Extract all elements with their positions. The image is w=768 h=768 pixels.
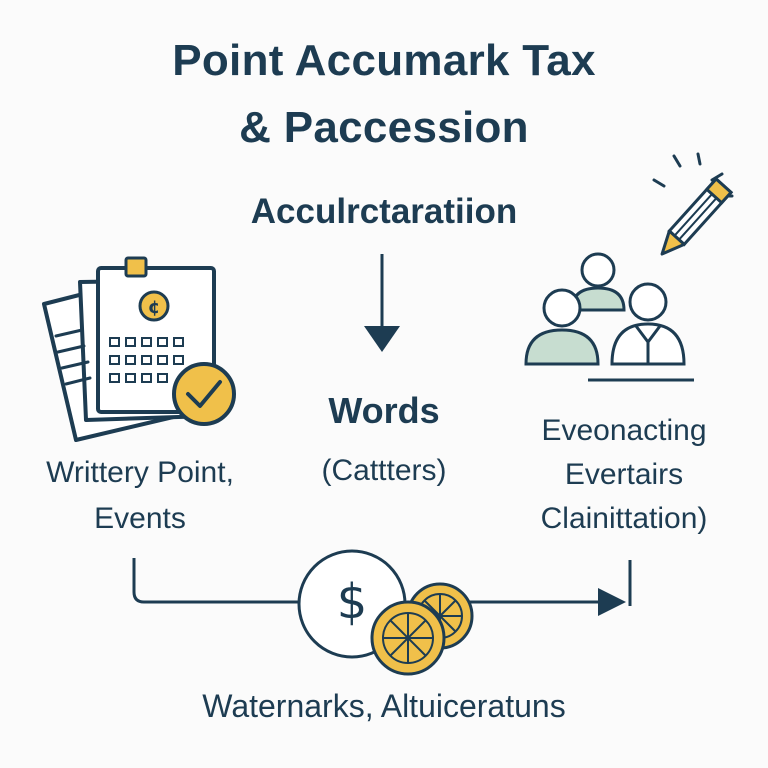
subtitle: Acculrctaratiion [250, 192, 518, 231]
dollar-symbol: $ [336, 574, 368, 630]
left-label-line-1: Writtery Point, [46, 456, 234, 489]
pencil-icon [652, 152, 734, 256]
arrow-right-icon [598, 588, 626, 616]
right-label-line-2: Evertairs [564, 458, 684, 491]
document-stack-icon: ¢ [42, 256, 236, 442]
people-group-icon [524, 252, 694, 382]
checkmark-badge-icon [172, 362, 236, 426]
arrow-down-icon [364, 254, 400, 352]
right-label-line-1: Eveonacting [541, 414, 707, 447]
left-label-line-2: Events [94, 502, 186, 535]
title-line-1: Point Accumark Tax [172, 36, 596, 85]
title-line-2: & Paccession [239, 103, 529, 152]
footer-caption: Waternarks, Altuiceratuns [202, 688, 566, 724]
gold-coins-icon [370, 582, 474, 676]
svg-text:¢: ¢ [148, 297, 161, 318]
center-heading: Words [328, 390, 440, 431]
center-subheading: (Cattters) [321, 454, 447, 487]
flow-connector [132, 558, 632, 616]
right-label-line-3: Clainittation) [540, 502, 708, 535]
